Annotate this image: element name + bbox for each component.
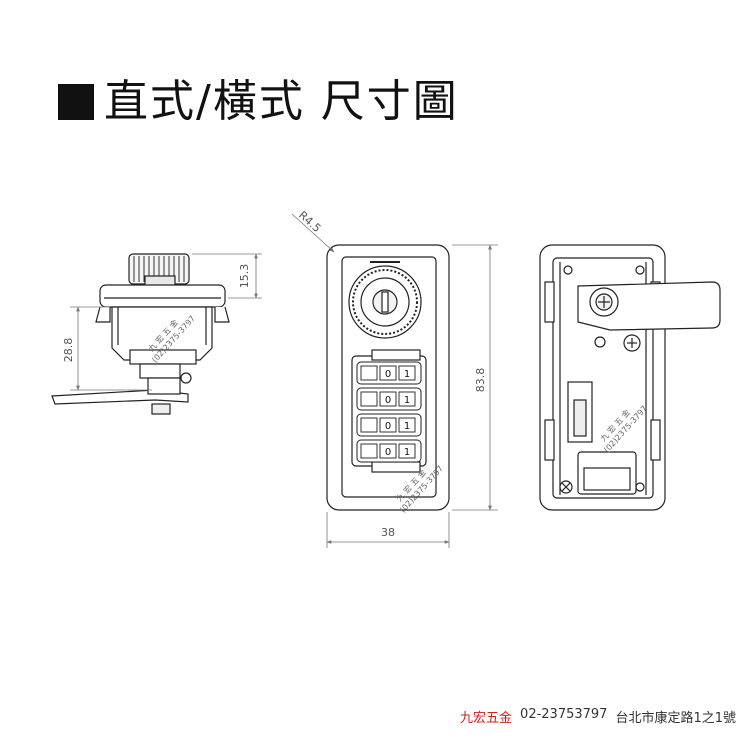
dial-row: 0 1	[356, 387, 422, 411]
footer-phone: 02-23753797	[520, 707, 608, 722]
dim-front-radius	[291, 213, 335, 253]
footer-shop-name: 九宏五金	[460, 711, 513, 726]
side-knob	[128, 253, 190, 287]
dial-digit: 1	[404, 447, 410, 458]
dim-front-height-label: 83.8	[474, 368, 487, 393]
dial-digit: 1	[404, 369, 410, 380]
side-cam-plate	[51, 377, 189, 415]
dim-side-top	[192, 253, 262, 299]
dial-digit: 0	[385, 421, 391, 432]
dim-front-height	[452, 244, 498, 511]
dial-row: 0 1	[356, 439, 422, 463]
dial-row: 0 1	[356, 413, 422, 437]
dim-front-radius-label: R4.5	[296, 209, 323, 235]
dial-row: 0 1	[356, 361, 422, 385]
side-body	[111, 306, 213, 384]
side-view	[51, 253, 230, 415]
page-title: 直式/橫式 尺寸圖	[58, 70, 459, 134]
dial-digit: 0	[385, 447, 391, 458]
dim-side-top-label: 15.3	[238, 264, 251, 289]
back-cam-arm	[577, 281, 721, 331]
dial-digit: 1	[404, 395, 410, 406]
back-view	[539, 244, 721, 511]
footer-address: 台北市康定路1之1號	[615, 711, 736, 726]
dial-digit: 1	[404, 421, 410, 432]
dim-front-width-label: 38	[381, 526, 395, 539]
title-square-icon	[58, 84, 94, 120]
dim-front-width	[326, 512, 450, 548]
dial-digit: 0	[385, 395, 391, 406]
title-text: 直式/橫式 尺寸圖	[104, 76, 459, 127]
dim-side-body	[70, 306, 152, 391]
front-dial-rows: 0 1 0 1 0 1 0 1	[356, 361, 422, 463]
dial-digit: 0	[385, 369, 391, 380]
front-knob	[348, 261, 422, 339]
footer: 九宏五金 02-23753797 台北市康定路1之1號	[460, 707, 736, 726]
dim-side-body-label: 28.8	[62, 338, 75, 363]
